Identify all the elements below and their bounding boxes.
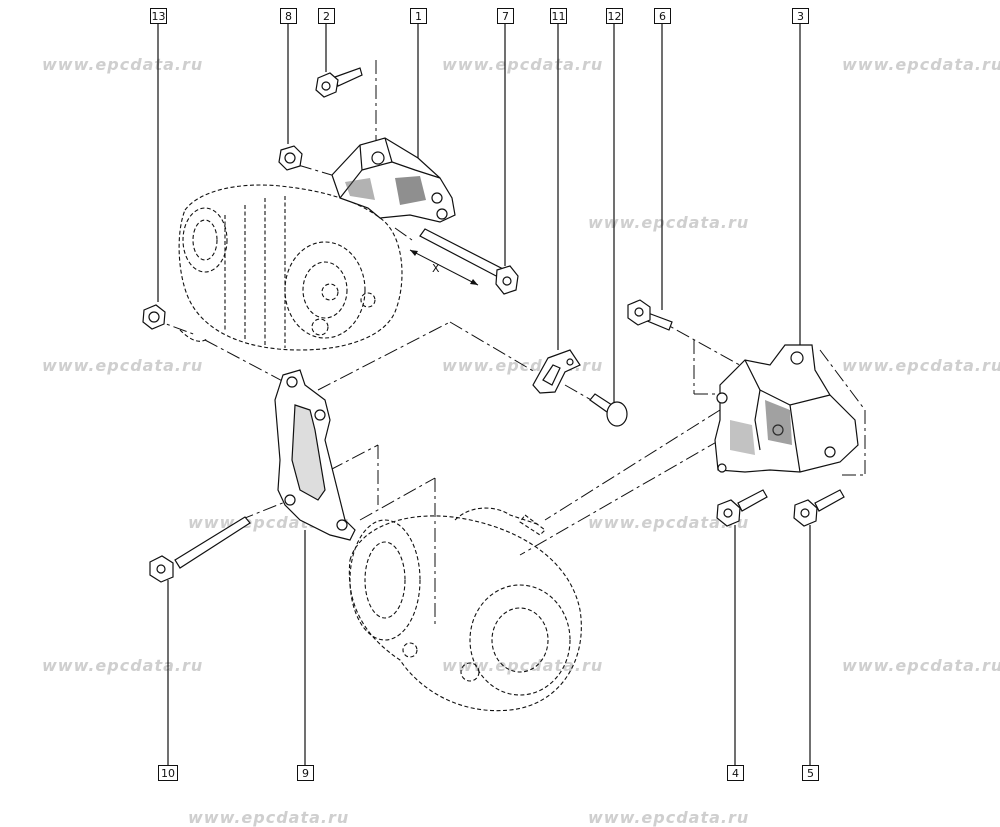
callout-4: 4 — [727, 765, 744, 781]
alignment-lines — [149, 60, 866, 625]
long-bolt-10 — [149, 516, 251, 583]
watermark: www.epcdata.ru — [588, 513, 750, 532]
bolt-6 — [627, 299, 673, 331]
bolt-12 — [589, 393, 628, 427]
watermark: www.epcdata.ru — [588, 213, 750, 232]
callout-12: 12 — [606, 8, 623, 24]
watermark: www.epcdata.ru — [42, 656, 204, 675]
watermark: www.epcdata.ru — [842, 55, 1000, 74]
callout-9: 9 — [297, 765, 314, 781]
compressor-bracket — [714, 344, 859, 473]
callout-10: 10 — [158, 765, 178, 781]
watermark: www.epcdata.ru — [442, 55, 604, 74]
watermark: www.epcdata.ru — [42, 55, 204, 74]
bolt-2 — [315, 67, 363, 98]
callout-11: 11 — [550, 8, 567, 24]
clip-11 — [532, 349, 581, 394]
alternator — [178, 184, 403, 351]
callout-3: 3 — [792, 8, 809, 24]
bolt-4 — [716, 489, 768, 527]
callout-6: 6 — [654, 8, 671, 24]
watermark: www.epcdata.ru — [842, 656, 1000, 675]
watermark: www.epcdata.ru — [842, 356, 1000, 375]
dimension-arrow — [409, 249, 479, 286]
nut-8 — [278, 145, 303, 171]
callout-8: 8 — [280, 8, 297, 24]
callout-5: 5 — [802, 765, 819, 781]
dimension-x-label: X — [432, 262, 440, 275]
bolt-5 — [793, 489, 845, 527]
callout-7: 7 — [497, 8, 514, 24]
nut-13 — [142, 304, 166, 330]
callout-1: 1 — [410, 8, 427, 24]
callout-13: 13 — [150, 8, 167, 24]
long-bolt-7 — [419, 228, 519, 295]
callout-2: 2 — [318, 8, 335, 24]
ac-compressor — [348, 507, 582, 712]
watermark: www.epcdata.ru — [42, 356, 204, 375]
lower-bracket — [274, 369, 356, 541]
watermark: www.epcdata.ru — [442, 656, 604, 675]
upper-alternator-bracket — [331, 137, 456, 223]
